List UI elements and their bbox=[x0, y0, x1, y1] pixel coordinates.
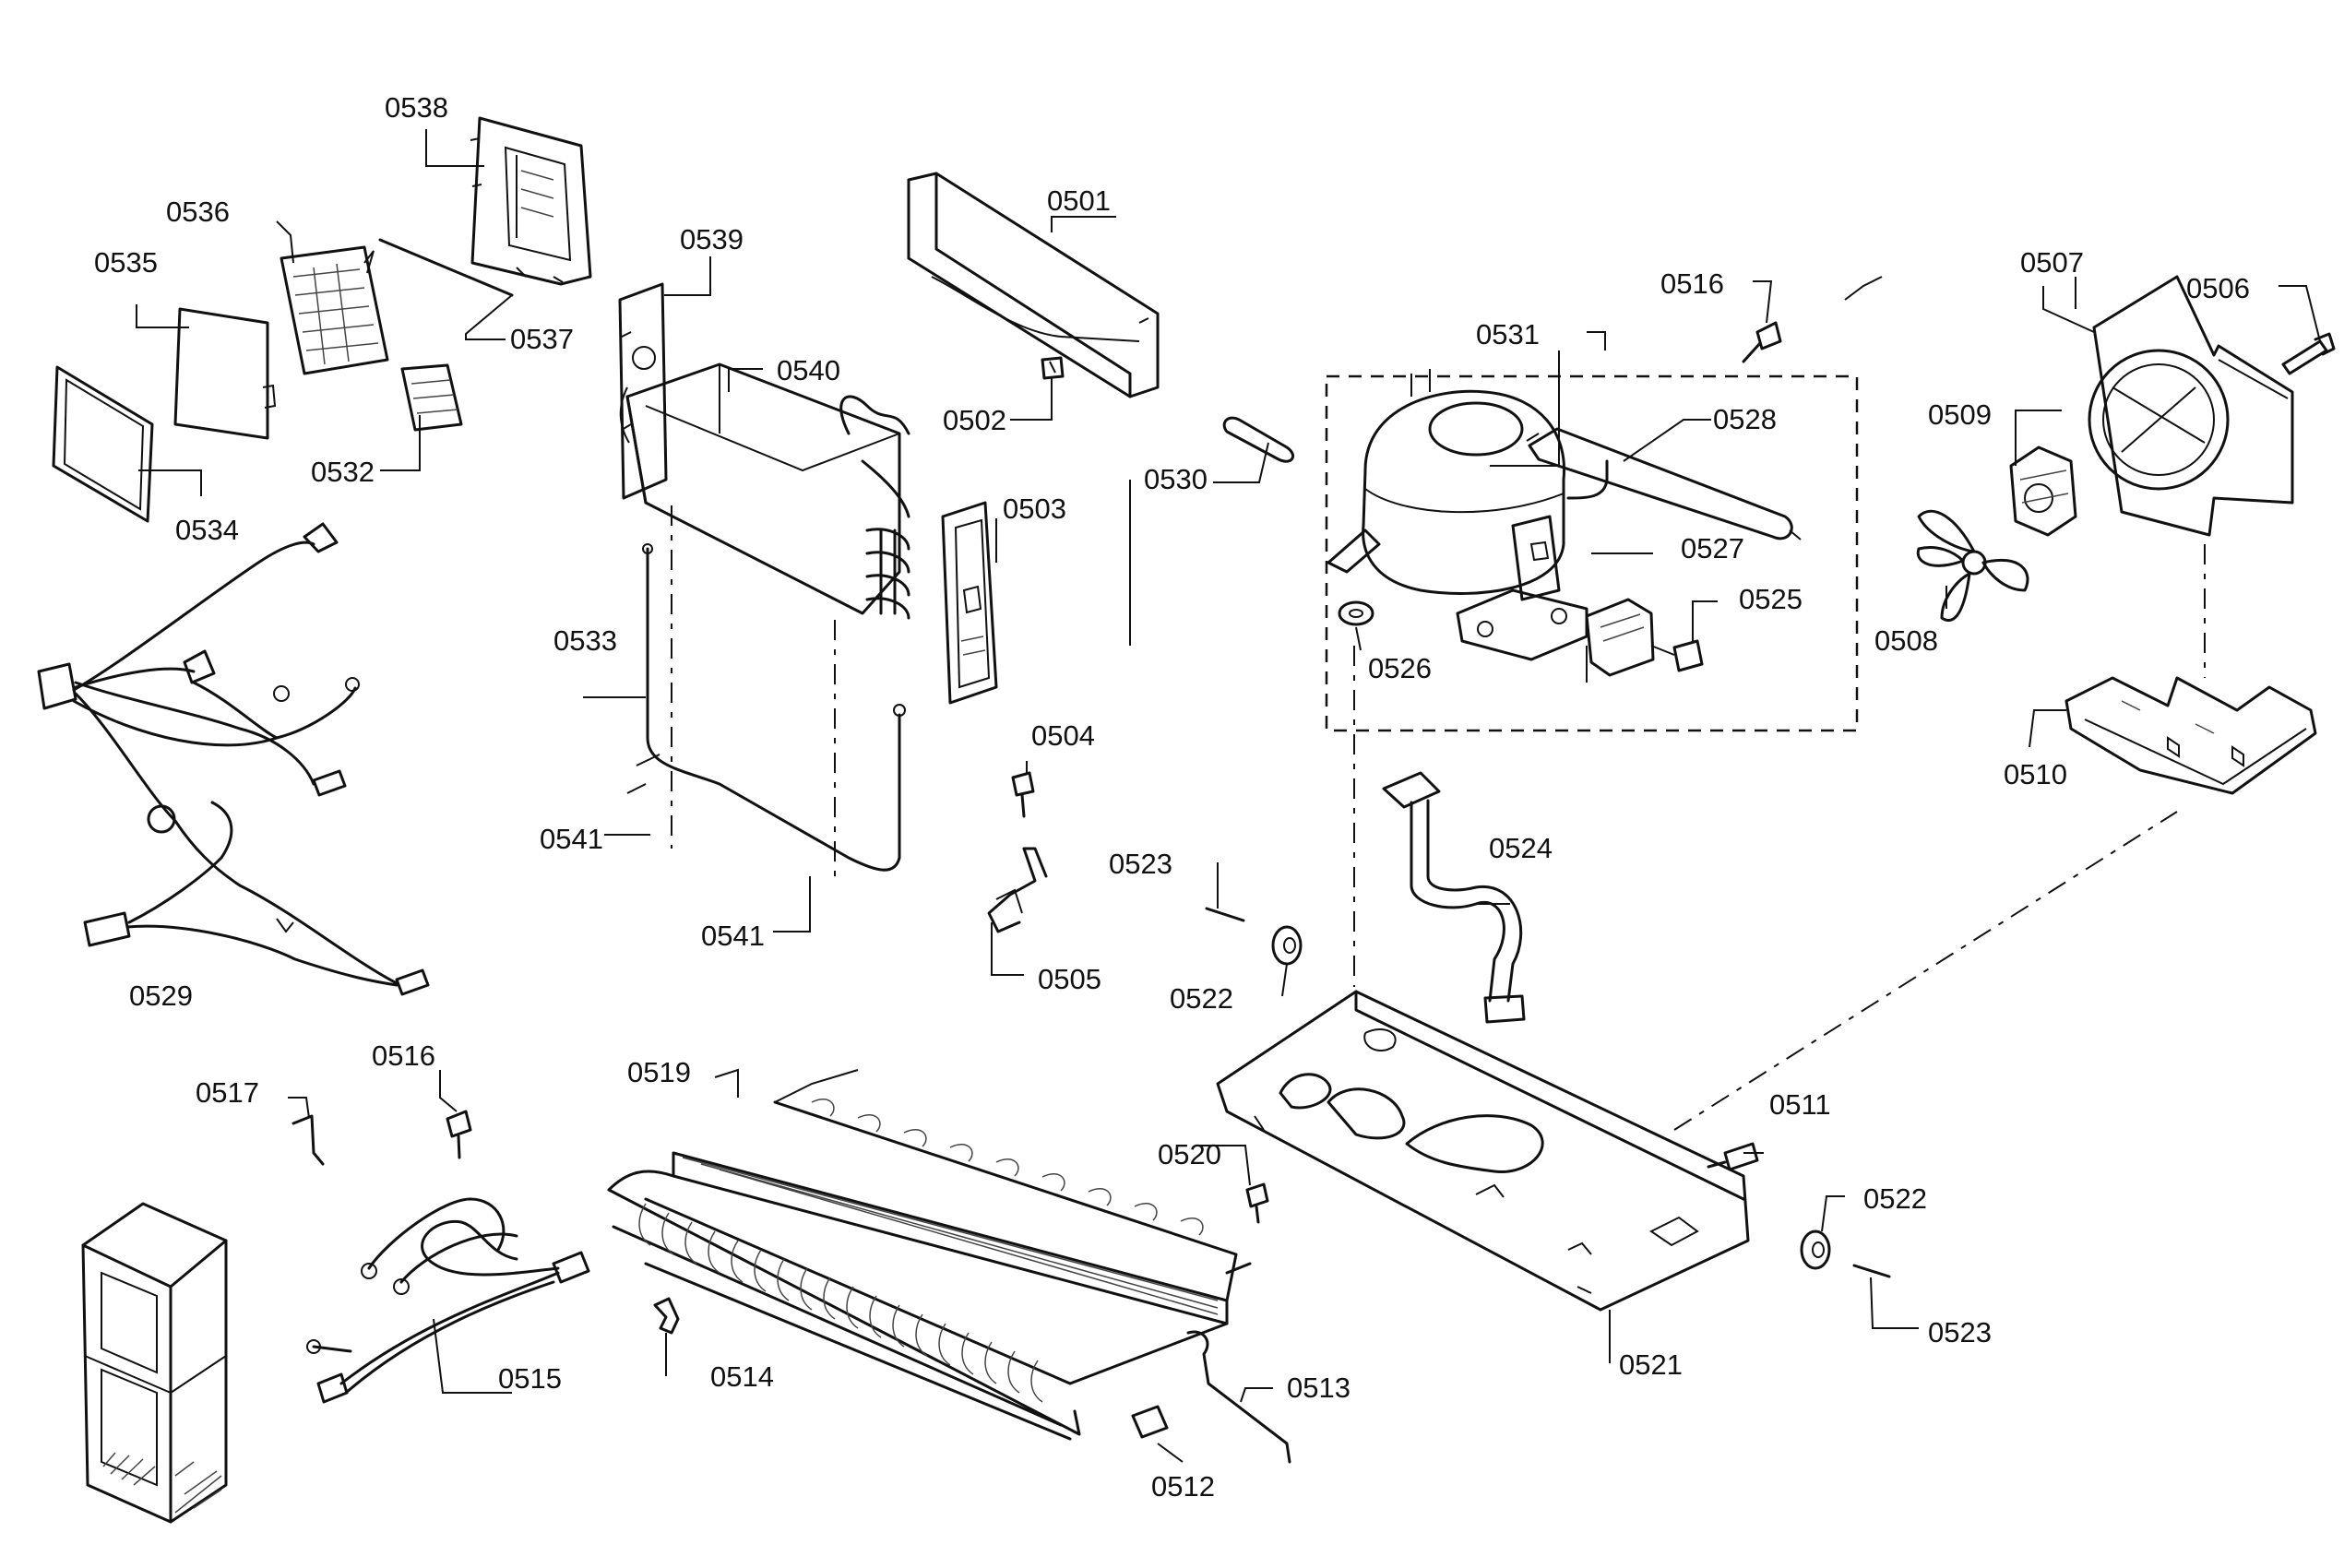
part-0523-pin-right bbox=[1852, 1264, 1891, 1278]
label-0522-left: 0522 bbox=[1170, 982, 1233, 1015]
label-0504: 0504 bbox=[1031, 719, 1095, 752]
part-0540-evaporator bbox=[625, 362, 910, 620]
label-0538: 0538 bbox=[385, 91, 448, 124]
label-0509: 0509 bbox=[1928, 398, 1992, 431]
label-0519: 0519 bbox=[627, 1056, 691, 1088]
part-0530-clip bbox=[1222, 416, 1295, 463]
label-0512: 0512 bbox=[1151, 1470, 1215, 1503]
label-0541-right: 0541 bbox=[701, 920, 765, 952]
part-0522-grommet-right bbox=[1800, 1229, 1831, 1270]
label-0532: 0532 bbox=[311, 456, 375, 488]
label-0537: 0537 bbox=[510, 323, 574, 355]
label-0510: 0510 bbox=[2004, 758, 2067, 790]
part-0512-cap bbox=[1131, 1405, 1169, 1439]
label-0525: 0525 bbox=[1739, 583, 1803, 615]
label-0524: 0524 bbox=[1489, 832, 1553, 864]
label-0527: 0527 bbox=[1681, 532, 1744, 564]
part-0528-dryer bbox=[1526, 427, 1802, 540]
leader-lines bbox=[136, 129, 2321, 1463]
label-0523-right: 0523 bbox=[1928, 1316, 1992, 1348]
part-0516-screw-top bbox=[1742, 321, 1782, 363]
part-labels: 0501 0502 0503 0504 0505 0506 0507 0508 … bbox=[94, 91, 2250, 1503]
part-0524-tube bbox=[1382, 771, 1526, 1024]
label-0541-left: 0541 bbox=[540, 823, 603, 855]
label-0529: 0529 bbox=[129, 980, 193, 1012]
part-0515-harness bbox=[306, 1197, 590, 1404]
part-0514-clip bbox=[653, 1297, 680, 1335]
label-0502: 0502 bbox=[943, 404, 1006, 436]
part-0502-clip bbox=[1041, 356, 1065, 380]
part-0534-frame-plate bbox=[52, 365, 154, 523]
part-0509-fan-motor bbox=[2009, 445, 2077, 537]
label-0536: 0536 bbox=[166, 196, 230, 228]
part-0537-strip bbox=[378, 238, 514, 297]
label-0522-right: 0522 bbox=[1863, 1182, 1927, 1215]
label-0514: 0514 bbox=[710, 1360, 774, 1393]
label-0515: 0515 bbox=[498, 1362, 562, 1395]
label-0501: 0501 bbox=[1047, 184, 1111, 217]
label-0506: 0506 bbox=[2186, 272, 2250, 304]
part-0529-wire-harness bbox=[37, 522, 430, 996]
alignment-line-fan-base bbox=[1673, 811, 2178, 1131]
part-0505-clip bbox=[987, 847, 1048, 933]
part-0508-fan-blade bbox=[1916, 509, 2029, 622]
part-0536-control-board bbox=[280, 245, 389, 375]
label-0503: 0503 bbox=[1003, 493, 1066, 525]
label-0539: 0539 bbox=[680, 223, 744, 255]
part-0535-cover bbox=[173, 307, 277, 440]
label-0507: 0507 bbox=[2020, 246, 2084, 279]
part-0525-relay bbox=[1585, 598, 1704, 677]
label-0517: 0517 bbox=[196, 1076, 259, 1109]
part-0538-housing-frame bbox=[470, 116, 592, 286]
part-0523-pin-left bbox=[1205, 907, 1245, 922]
label-0540: 0540 bbox=[777, 354, 840, 386]
part-0526-grommet bbox=[1338, 600, 1374, 626]
label-0533: 0533 bbox=[553, 624, 617, 657]
part-0504-screw bbox=[1011, 771, 1035, 818]
part-0506-screw bbox=[2281, 332, 2336, 375]
label-0520: 0520 bbox=[1158, 1138, 1221, 1170]
part-0510-fan-base bbox=[2064, 676, 2317, 795]
part-0516-screw-bottom bbox=[446, 1110, 472, 1159]
label-0508: 0508 bbox=[1874, 624, 1938, 657]
label-0528: 0528 bbox=[1713, 403, 1777, 435]
label-0516-top: 0516 bbox=[1660, 267, 1724, 300]
label-0535: 0535 bbox=[94, 246, 158, 279]
part-0539-side-plate bbox=[618, 282, 668, 500]
part-0501-duct-cover bbox=[907, 172, 1160, 398]
part-0533-heater bbox=[626, 543, 906, 872]
cabinet-location-icon bbox=[81, 1202, 228, 1524]
part-0521-base-plate bbox=[1216, 990, 1750, 1312]
part-0513-wire bbox=[1186, 1330, 1291, 1464]
part-0517-clip bbox=[292, 1114, 325, 1166]
part-0531-compressor bbox=[1327, 369, 1609, 661]
label-0530: 0530 bbox=[1144, 463, 1208, 495]
part-0519-condenser bbox=[607, 1069, 1252, 1441]
label-0531: 0531 bbox=[1476, 318, 1540, 350]
part-0503-bracket bbox=[941, 501, 998, 705]
part-0520-screw bbox=[1245, 1182, 1269, 1224]
part-0532-small-board bbox=[400, 363, 463, 432]
part-0522-grommet-left bbox=[1271, 925, 1303, 966]
label-0526: 0526 bbox=[1368, 652, 1432, 684]
label-0511: 0511 bbox=[1769, 1088, 1831, 1121]
part-0511-screw bbox=[1707, 1142, 1759, 1171]
label-0516-bottom: 0516 bbox=[372, 1039, 435, 1072]
part-0507-fan-shroud bbox=[2088, 275, 2294, 537]
label-0534: 0534 bbox=[175, 514, 239, 546]
label-0513: 0513 bbox=[1287, 1372, 1350, 1404]
label-0505: 0505 bbox=[1038, 963, 1101, 995]
label-0523-left: 0523 bbox=[1109, 848, 1172, 880]
label-0521: 0521 bbox=[1619, 1348, 1683, 1381]
